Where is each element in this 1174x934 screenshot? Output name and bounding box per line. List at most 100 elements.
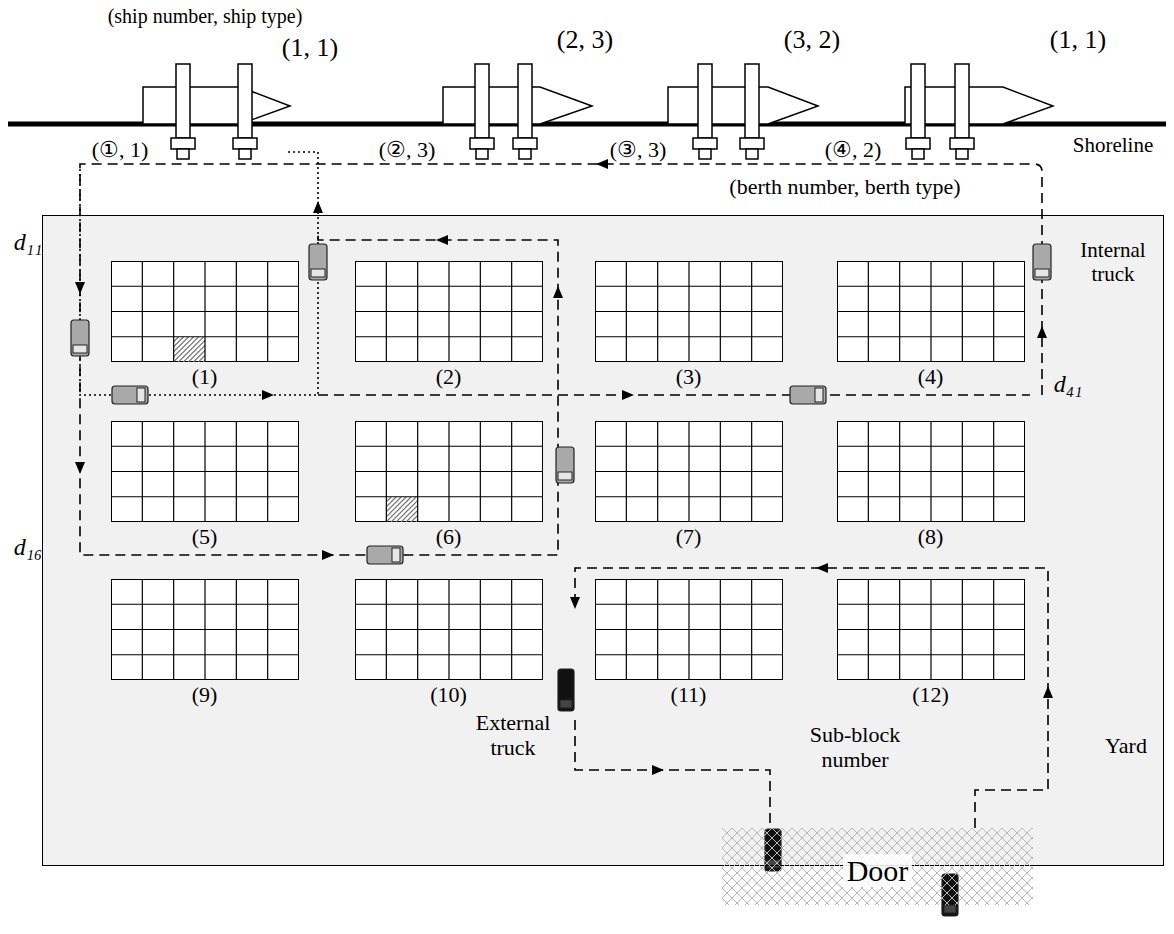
ship-label: (1, 1) — [1050, 25, 1106, 55]
gate-label: Door — [843, 854, 913, 887]
sub-block: (3) — [595, 261, 783, 362]
grid-line — [837, 603, 1025, 604]
berth-label: (④, 2) — [825, 137, 882, 162]
gate-hatch-fill — [722, 828, 1033, 905]
quay-crane — [911, 64, 925, 138]
grid-line — [837, 336, 1025, 337]
grid-line — [111, 628, 299, 629]
quay-crane — [745, 64, 759, 138]
grid-line — [355, 603, 543, 604]
quay-crane — [518, 64, 532, 138]
sub-block-number: (8) — [918, 525, 944, 549]
truck-cab — [558, 472, 572, 480]
block-grid — [837, 421, 1025, 522]
quay-crane-base — [693, 138, 717, 149]
grid-line — [355, 285, 543, 286]
quay-crane-base — [740, 138, 764, 149]
truck-cab — [944, 905, 956, 913]
quay-crane-base — [906, 138, 930, 149]
quay-crane-base — [513, 138, 537, 149]
route-arrowhead — [75, 282, 85, 294]
sub-block: (2) — [355, 261, 543, 362]
grid-line — [355, 654, 543, 655]
internal-truck — [112, 386, 148, 404]
grid-line — [837, 310, 1025, 311]
dotted-route — [80, 152, 318, 395]
quay-crane — [475, 64, 489, 138]
sub-block-number: (7) — [676, 525, 702, 549]
trucks — [71, 244, 1051, 916]
berth-label: (②, 3) — [379, 137, 436, 162]
grid-line — [355, 445, 543, 446]
quay-crane — [238, 64, 252, 138]
grid-line — [837, 470, 1025, 471]
reserved-slot-hatch — [411, 496, 418, 521]
route-arrowhead — [75, 462, 85, 474]
grid-line — [111, 310, 299, 311]
yard-ground — [42, 215, 1164, 866]
axis-note: (berth number, berth type) — [729, 174, 960, 199]
internal-truck — [790, 386, 826, 404]
block-grid — [111, 261, 299, 362]
ship-hull — [905, 87, 1053, 124]
internal-truck — [71, 320, 89, 356]
block-grid — [595, 261, 783, 362]
route-arrows — [75, 159, 1053, 775]
truck-cab — [1035, 269, 1049, 277]
block-grid — [111, 579, 299, 680]
quay-crane-foot — [956, 149, 968, 159]
route-arrowhead — [262, 390, 274, 400]
truck-cab — [560, 700, 572, 708]
reserved-slot-hatch — [386, 496, 411, 521]
sub-block-number: (3) — [676, 365, 702, 389]
route-arrowhead — [816, 563, 828, 573]
sub-block: (12) — [837, 579, 1025, 680]
route-arrowhead — [622, 390, 634, 400]
reserved-slot-hatch — [198, 336, 205, 361]
sub-block: (8) — [837, 421, 1025, 522]
quay-crane-foot — [699, 149, 711, 159]
quay-crane-base — [950, 138, 974, 149]
grid-line — [355, 496, 543, 497]
quay-crane — [698, 64, 712, 138]
grid-line — [111, 445, 299, 446]
sub-block-number: (1) — [192, 365, 218, 389]
distance-label: d₁₆ — [14, 534, 43, 562]
grid-line — [595, 285, 783, 286]
grid-line — [595, 336, 783, 337]
route-arrowhead — [652, 765, 664, 775]
quay-crane-base — [470, 138, 494, 149]
sub-block: (11) — [595, 579, 783, 680]
sub-block: (4) — [837, 261, 1025, 362]
reserved-slot-hatch — [173, 336, 198, 361]
quay-crane-foot — [177, 149, 189, 159]
axis-note: (ship number, ship type) — [108, 5, 303, 28]
sub-block-number: (10) — [430, 683, 467, 707]
block-grid — [111, 421, 299, 522]
quay-crane-foot — [746, 149, 758, 159]
internal-truck — [309, 244, 327, 280]
quay-crane — [176, 64, 190, 138]
route-arrowhead — [322, 550, 334, 560]
external-route — [575, 720, 770, 828]
grid-line — [837, 496, 1025, 497]
external-truck — [558, 669, 574, 711]
internal-truck — [556, 447, 574, 483]
grid-line — [595, 470, 783, 471]
ship-label: (1, 1) — [282, 33, 338, 63]
grid-line — [837, 285, 1025, 286]
sub-block-number: (11) — [671, 683, 707, 707]
dashed-route — [80, 164, 1042, 555]
reserved-slot-hatch — [406, 496, 418, 521]
quay-crane-foot — [476, 149, 488, 159]
grid-line — [595, 310, 783, 311]
ship-label: (3, 2) — [784, 25, 840, 55]
sub-block: (9) — [111, 579, 299, 680]
grid-line — [595, 654, 783, 655]
grid-line — [111, 285, 299, 286]
grid-line — [355, 310, 543, 311]
grid-line — [837, 445, 1025, 446]
shoreline-label: Shoreline — [1073, 133, 1153, 157]
grid-line — [111, 603, 299, 604]
grid-line — [355, 336, 543, 337]
